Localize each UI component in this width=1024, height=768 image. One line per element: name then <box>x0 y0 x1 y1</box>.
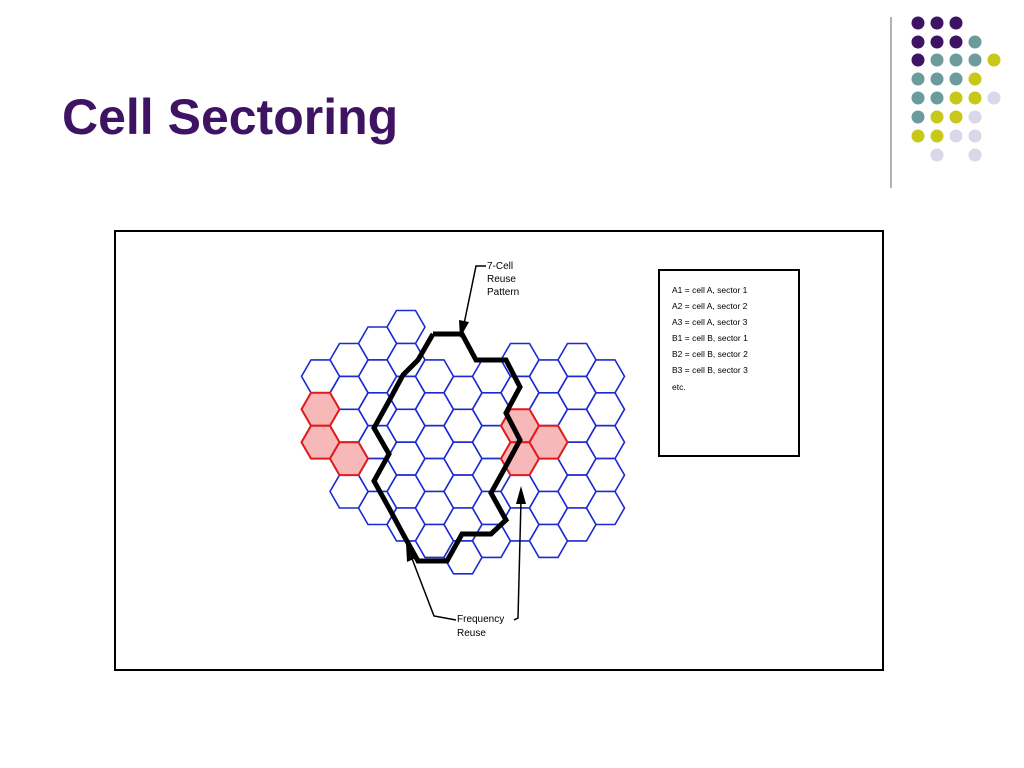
legend-line-2: A2 = cell A, sector 2 <box>672 301 748 311</box>
legend-line-6: B3 = cell B, sector 3 <box>672 365 748 375</box>
hex-grid <box>300 309 626 575</box>
seven-cell-cluster-outline <box>371 331 523 564</box>
legend-box <box>658 269 800 457</box>
dot-grid <box>911 16 1001 162</box>
hex-cell <box>585 490 626 526</box>
callout-top-line-3: Pattern <box>487 287 519 298</box>
reuse-sector <box>300 391 341 427</box>
reuse-sector <box>328 441 370 477</box>
callout-top-line-2: Reuse <box>487 274 516 285</box>
cell-sectoring-diagram: 7-Cell Reuse Pattern Frequency Reuse A1 … <box>300 261 800 639</box>
arrow-top <box>459 265 486 338</box>
decorative-dot-grid <box>890 16 1001 188</box>
legend-line-4: B1 = cell B, sector 1 <box>672 333 748 343</box>
diagram-frame: 7-Cell Reuse Pattern Frequency Reuse A1 … <box>114 230 884 671</box>
legend-line-7: etc. <box>672 382 686 392</box>
legend-line-5: B2 = cell B, sector 2 <box>672 349 748 359</box>
arrow-bottom-left <box>406 543 457 621</box>
reuse-sector <box>528 424 569 460</box>
frequency-reuse-cells <box>300 391 569 477</box>
legend-line-3: A3 = cell A, sector 3 <box>672 317 748 327</box>
slide-title: Cell Sectoring <box>62 89 399 145</box>
callout-bottom-line-1: Frequency <box>457 614 504 625</box>
legend-line-1: A1 = cell A, sector 1 <box>672 285 748 295</box>
arrow-bottom-right <box>513 486 526 621</box>
callout-top-line-1: 7-Cell <box>487 261 513 272</box>
callout-bottom-line-2: Reuse <box>457 628 486 639</box>
